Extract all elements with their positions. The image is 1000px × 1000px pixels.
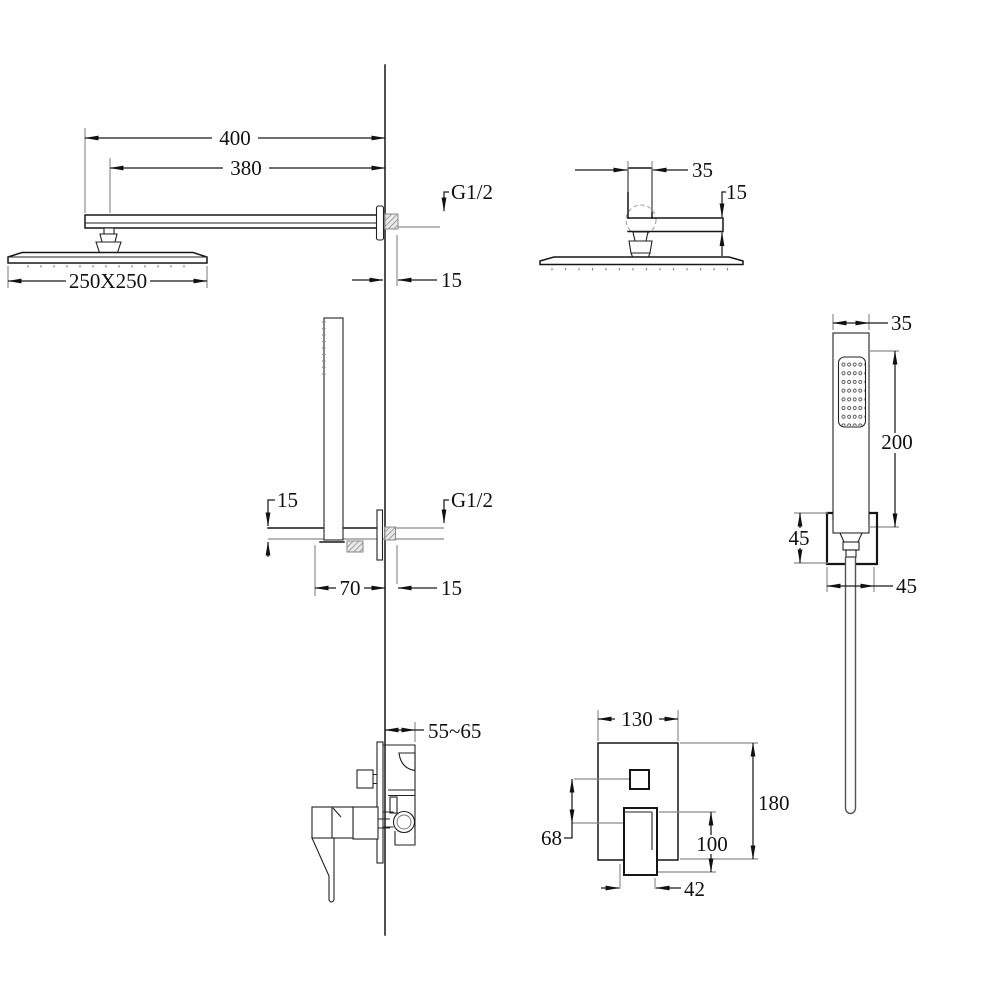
valve-body [383, 744, 416, 846]
dim-label-42: 42 [684, 877, 705, 901]
dim-arrow-leader [265, 499, 275, 527]
lever-grip-detail [331, 807, 342, 838]
mount-screw-hatch [346, 540, 364, 553]
hose-connector [839, 532, 863, 543]
dim-label-45b: 45 [896, 574, 917, 598]
dim-label-depth: 55~65 [428, 719, 481, 743]
valve-body-arc [398, 752, 416, 772]
mixer-escutcheon [376, 741, 384, 864]
dim-label-15: 15 [441, 576, 462, 600]
hand-shower-side-view: 35 200 45 45 [786, 311, 917, 815]
label-bg [693, 835, 731, 854]
knob-stem [373, 773, 378, 785]
dim-label-45: 45 [789, 526, 810, 550]
shower-hose [844, 557, 857, 815]
hand-shower-outlet-view: 15 G1/2 70 15 [265, 317, 493, 600]
extension-line [619, 864, 656, 889]
dim-label-400: 400 [219, 126, 251, 150]
hose-collar [845, 549, 857, 558]
valve-body-lines [388, 789, 415, 797]
dim-label-68: 68 [541, 826, 562, 850]
hose-nut [842, 541, 860, 551]
spray-face-ticks [322, 321, 326, 375]
wall-flange [375, 205, 385, 241]
label-bg [212, 129, 258, 148]
label-bg [615, 710, 659, 729]
hand-shower-handle [323, 317, 344, 541]
extension-line [832, 314, 870, 330]
extension-line [627, 161, 653, 212]
shower-arm [84, 214, 378, 229]
dim-label-380: 380 [230, 156, 262, 180]
spray-nozzles [840, 359, 865, 426]
dim-label-15: 15 [277, 488, 298, 512]
dim-leader [564, 823, 573, 839]
label-bg [786, 528, 813, 548]
valve-port [389, 796, 398, 814]
dim-label-180: 180 [758, 791, 790, 815]
joint-nut [99, 233, 118, 243]
ball-joint [95, 227, 122, 255]
thread-leader [441, 191, 449, 212]
dim-label-35: 35 [891, 311, 912, 335]
extension-line [680, 742, 758, 860]
rain-shower-front-view: 400 380 G1/2 15 250X250 [7, 126, 493, 293]
wall-flange [376, 509, 384, 561]
lever-blade [311, 837, 335, 903]
diverter-knob [356, 769, 374, 789]
dim-label-100: 100 [696, 832, 728, 856]
mixer-handle-detail [624, 811, 653, 850]
diverter-button [629, 769, 650, 790]
joint-nut [632, 231, 649, 242]
arm-end-view [627, 167, 653, 219]
lever-base [352, 806, 379, 840]
dim-label-200: 200 [881, 430, 913, 454]
rain-shower-side-view: 35 15 [539, 158, 747, 271]
label-bg [336, 579, 364, 597]
extension-line [597, 710, 679, 741]
joint-cup [628, 240, 653, 254]
spray-ticks [27, 265, 185, 268]
valve-outlet-inner [396, 814, 412, 830]
extension-line [7, 266, 208, 288]
label-bg [877, 433, 917, 453]
arm-side-profile [627, 217, 724, 233]
thread-connector-hatch [384, 526, 396, 541]
dim-label-thread: G1/2 [451, 180, 493, 204]
joint-stem [103, 227, 115, 235]
extension-line [826, 567, 875, 592]
thread-leader [441, 499, 449, 524]
mixer-valve-front-view: 130 180 100 68 42 [541, 707, 790, 901]
ball-joint [628, 231, 653, 259]
shower-bracket [825, 511, 879, 566]
shower-head-plate-edge-view [539, 256, 744, 266]
lever-stem [378, 818, 390, 829]
shower-head-plate [7, 251, 208, 264]
dim-label-70: 70 [340, 576, 361, 600]
dim-arrow-leader [719, 191, 726, 218]
extension-line [572, 778, 629, 824]
dim-label-head-size: 250X250 [69, 269, 147, 293]
dim-label-130: 130 [621, 707, 653, 731]
label-bg [66, 272, 150, 291]
mixer-valve-side-view: 55~65 [311, 719, 481, 903]
dim-label-thread: G1/2 [451, 488, 493, 512]
thread-connector-hatch [384, 213, 399, 230]
label-bg [223, 159, 269, 178]
valve-stub-lines [383, 811, 394, 828]
dim-label-15: 15 [441, 268, 462, 292]
dim-label-15: 15 [726, 180, 747, 204]
spray-ticks [551, 268, 729, 271]
dim-label-35: 35 [692, 158, 713, 182]
bracket-slot [832, 513, 870, 520]
